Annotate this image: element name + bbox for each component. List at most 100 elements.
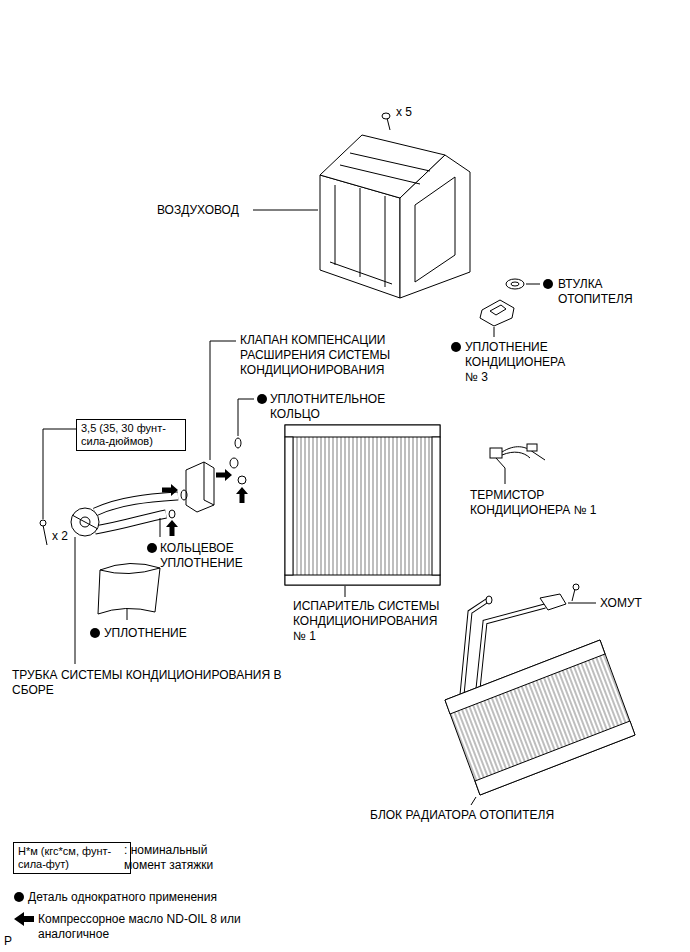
bolt <box>40 429 76 545</box>
o-ring <box>230 399 254 484</box>
heater-core <box>486 596 492 604</box>
heater-bushing <box>506 279 524 289</box>
expansion-valve <box>204 462 205 500</box>
ac-seal <box>490 305 506 315</box>
heater-bushing <box>526 284 540 285</box>
torque-box: Н*м (кгс*см, фунт-сила-фут) <box>13 842 131 874</box>
part-label: УПЛОТНИТЕЛЬНОЕ КОЛЬЦО <box>270 392 410 422</box>
single-use-dot <box>147 543 157 553</box>
part-label: ИСПАРИТЕЛЬ СИСТЕМЫ КОНДИЦИОНИРОВАНИЯ № 1 <box>293 599 453 644</box>
clamp <box>540 584 596 610</box>
o-ring <box>160 490 187 537</box>
part-label: ВТУЛКА ОТОПИТЕЛЯ <box>558 277 653 307</box>
air-duct <box>385 196 386 287</box>
evaporator <box>285 425 440 597</box>
thermistor <box>496 458 505 468</box>
clamp <box>540 594 566 610</box>
clamp <box>573 584 579 590</box>
oil-arrow <box>236 487 248 503</box>
part-label: КОЛЬЦЕВОЕ УПЛОТНЕНИЕ <box>160 541 270 571</box>
single-use-dot <box>90 628 100 638</box>
bolt <box>43 525 47 545</box>
part-label: ВОЗДУХОВОД <box>157 203 257 218</box>
part-label: КЛАПАН КОМПЕНСАЦИИ РАСШИРЕНИЯ СИСТЕМЫ КО… <box>240 333 405 378</box>
thermistor <box>527 444 537 451</box>
ac-tube-assembly <box>95 496 178 512</box>
expansion-valve <box>186 462 214 512</box>
o-ring <box>230 458 238 468</box>
screw <box>382 113 390 130</box>
o-ring <box>238 399 254 436</box>
expansion-valve <box>210 341 236 460</box>
evaporator <box>285 425 440 437</box>
oil-arrow <box>216 469 232 481</box>
oil-arrow <box>166 520 178 536</box>
torque-box: 3,5 (35, 30 фунт-сила-дюймов) <box>76 419 186 451</box>
ac-seal <box>480 300 514 337</box>
heater-core <box>445 640 605 714</box>
part-label: P <box>4 934 12 949</box>
evaporator <box>285 575 440 585</box>
seal <box>100 568 160 574</box>
ac-tube-assembly <box>71 508 99 536</box>
heater-core <box>471 797 476 805</box>
o-ring <box>181 490 187 500</box>
screw <box>387 118 390 130</box>
screw <box>382 113 390 119</box>
bolt <box>40 520 46 526</box>
clamp <box>568 603 596 604</box>
legend-text: : номинальный момент затяжки <box>124 843 234 873</box>
heater-bushing <box>506 279 540 289</box>
thermistor <box>505 468 506 484</box>
oil-arrow <box>14 469 248 926</box>
thermistor <box>490 448 502 458</box>
o-ring <box>160 518 161 537</box>
clamp <box>572 589 575 601</box>
o-ring <box>169 510 175 518</box>
box-text: 3,5 (35, 30 фунт-сила-дюймов) <box>81 422 181 448</box>
legend-text: Деталь однократного применения <box>28 890 217 905</box>
air-duct <box>350 153 430 171</box>
evaporator <box>432 437 440 575</box>
air-duct <box>360 188 361 277</box>
ac-tube-assembly <box>72 515 98 529</box>
air-duct <box>330 262 392 284</box>
part-label: БЛОК РАДИАТОРА ОТОПИТЕЛЯ <box>370 808 554 823</box>
box-text: Н*м (кгс*см, фунт-сила-фут) <box>18 845 126 871</box>
o-ring <box>238 476 246 484</box>
part-label: ТЕРМИСТОР КОНДИЦИОНЕРА № 1 <box>470 488 605 518</box>
evaporator <box>345 586 346 597</box>
oil-arrow <box>162 484 178 496</box>
oil-arrow <box>14 912 34 926</box>
evaporator <box>285 437 293 575</box>
expansion-valve <box>186 341 236 512</box>
ac-seal <box>480 300 514 326</box>
part-label: x 5 <box>396 105 412 120</box>
seal <box>98 563 160 614</box>
ac-tube-assembly <box>95 496 178 512</box>
air-duct <box>415 177 455 282</box>
air-duct <box>335 185 336 265</box>
legend-text: Компрессорное масло ND-OIL 8 или аналоги… <box>38 912 253 942</box>
air-duct <box>320 135 470 298</box>
bolt <box>43 429 76 519</box>
single-use-dot <box>451 342 461 352</box>
heater-core <box>475 721 635 795</box>
single-use-dot <box>14 892 24 902</box>
seal <box>127 609 128 620</box>
air-duct <box>340 165 420 184</box>
part-label: УПЛОТНЕНИЕ <box>104 626 187 641</box>
single-use-dot <box>257 394 267 404</box>
single-use-dot <box>543 279 553 289</box>
heater-core <box>445 640 635 795</box>
heater-bushing <box>511 282 519 286</box>
leader-line <box>253 210 318 211</box>
part-label: ХОМУТ <box>600 596 642 611</box>
ac-seal <box>494 327 495 337</box>
part-label: x 2 <box>52 529 68 544</box>
ac-tube-assembly <box>75 537 76 664</box>
seal <box>98 563 160 620</box>
